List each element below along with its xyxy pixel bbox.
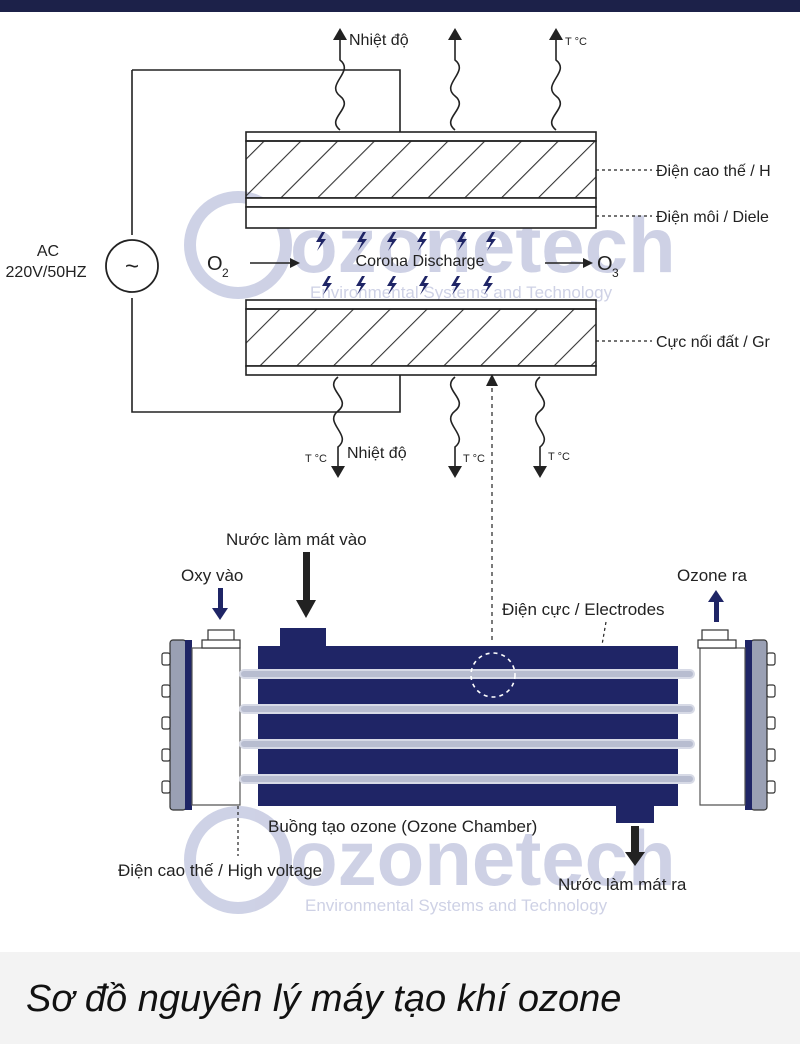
top-bar [0, 0, 800, 12]
heat-label-bottom-3: T °C [463, 453, 485, 465]
cooling-in-arrow [303, 552, 310, 602]
cooling-out-label: Nước làm mát ra [558, 875, 687, 894]
top-plate-cap [245, 131, 597, 142]
heat-arrowheads-top [333, 28, 563, 40]
watermark-tagline: Environmental Systems and Technology [310, 283, 613, 302]
dielectric-upper [245, 197, 597, 208]
detail-pointer-arrowhead [486, 374, 498, 386]
chamber-label: Buồng tạo ozone (Ozone Chamber) [268, 817, 537, 836]
ozone-out-subscript: 3 [612, 266, 619, 280]
ozone-out-text: Ozone ra [677, 566, 747, 585]
cooling-in-label: Nước làm mát vào [226, 530, 367, 549]
dielectric-layer [245, 206, 597, 229]
high-voltage-electrode [245, 140, 597, 199]
caption: Sơ đồ nguyên lý máy tạo khí ozone [26, 978, 622, 1020]
ac-label: AC [37, 243, 59, 260]
corona-sparks [316, 232, 496, 295]
ground-plate-top [245, 299, 597, 310]
ground-plate-cap [245, 365, 597, 376]
ozone-generator-diagram: ozonetech Environmental Systems and Tech… [6, 28, 776, 915]
ground-electrode [245, 308, 597, 367]
ozone-chamber [161, 628, 776, 823]
ac-wire [131, 69, 401, 413]
ozone-out-label: O [597, 253, 613, 275]
callout-ground: Cực nối đất / Gr [656, 334, 771, 351]
heat-label-top-2: T °C [565, 36, 587, 48]
oxygen-in-label: O [207, 253, 223, 275]
callout-high-voltage: Điện cao thế / H [656, 163, 771, 180]
watermark-tagline-2: Environmental Systems and Technology [305, 896, 608, 915]
high-voltage-label: Điện cao thế / High voltage [118, 861, 322, 880]
oxygen-in-text: Oxy vào [181, 566, 243, 585]
electrodes-label: Điện cực / Electrodes [502, 600, 665, 619]
caption-bar [0, 952, 800, 1044]
oxygen-in-arrow [218, 588, 223, 610]
ozone-out-arrow [714, 600, 719, 622]
heat-arrows-top [334, 36, 562, 131]
ac-source-icon [105, 239, 159, 293]
watermark-bottom: ozonetech Environmental Systems and Tech… [184, 806, 676, 915]
heat-label-top-1: Nhiệt độ [349, 32, 409, 49]
cooling-out-arrow [631, 826, 639, 854]
heat-label-bottom-4: T °C [548, 451, 570, 463]
watermark-brand-2: ozonetech [290, 814, 676, 902]
corona-discharge-label: Corona Discharge [356, 253, 485, 270]
ac-symbol: ~ [125, 253, 139, 280]
heat-label-bottom-1: T °C [305, 453, 327, 465]
oxygen-in-subscript: 2 [222, 266, 229, 280]
heat-arrows-bottom [332, 376, 546, 468]
heat-label-bottom-2: Nhiệt độ [347, 445, 407, 462]
callout-dielectric: Điện môi / Diele [656, 209, 769, 226]
ac-spec: 220V/50HZ [6, 264, 87, 281]
heat-arrowheads-bottom [331, 466, 547, 478]
